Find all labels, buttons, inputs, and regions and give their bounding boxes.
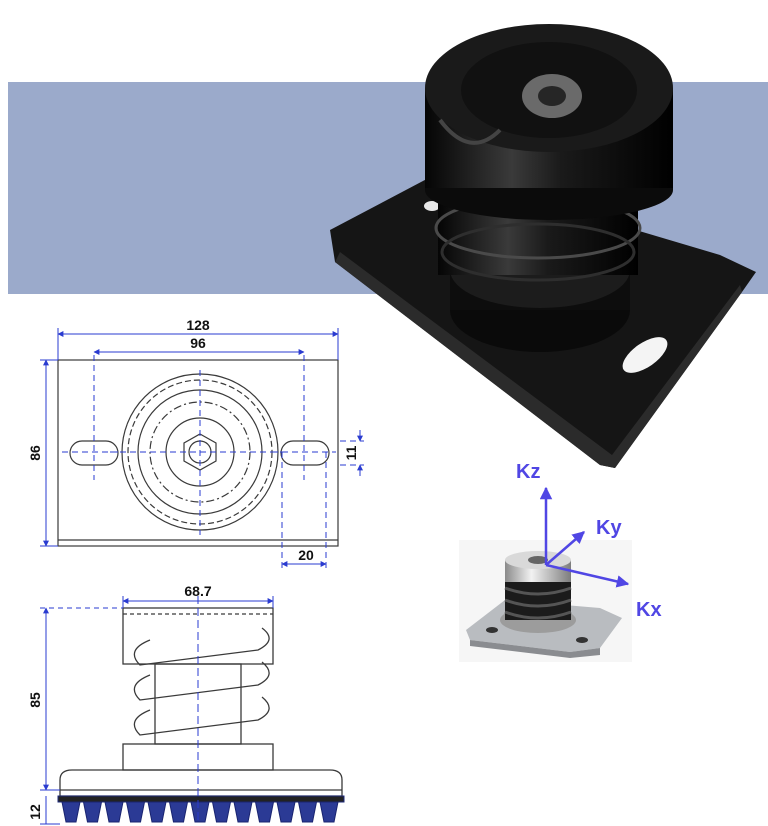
kx-arrow (545, 563, 630, 588)
base-plate-outline (57, 359, 339, 547)
base-tooth (147, 801, 167, 823)
side-view-drawing (59, 607, 343, 797)
dim-side-height-label: 85 (27, 692, 43, 708)
base-tooth (82, 801, 103, 823)
dim-base-label: 12 (27, 804, 43, 820)
right-slot (280, 440, 330, 466)
side-view-dimensions (40, 596, 274, 825)
ky-label: Ky (596, 517, 622, 539)
ky-arrow (545, 531, 585, 566)
base-tooth (168, 801, 189, 823)
dim-slot-length-label: 20 (298, 547, 314, 563)
dim-height-label: 86 (27, 445, 43, 461)
stiffness-axes (539, 486, 630, 588)
rubber-mount-photo-icon (330, 24, 756, 468)
base-tooth (104, 801, 124, 823)
base-tooth (125, 801, 146, 823)
kx-label: Kx (636, 599, 662, 621)
dim-slot-width-label: 11 (343, 445, 359, 460)
base-tooth (190, 801, 210, 823)
base-tooth (276, 801, 296, 823)
dim-hole-spacing-label: 96 (190, 335, 206, 351)
top-view-dimensions (40, 328, 363, 567)
dim-width-label: 128 (186, 317, 210, 333)
base-tooth (211, 801, 232, 823)
base-teeth (57, 795, 345, 803)
base-tooth (233, 801, 253, 823)
left-slot (69, 440, 119, 466)
top-view-drawing (57, 359, 339, 547)
spring-mount-photo-icon (459, 540, 632, 662)
base-tooth (254, 801, 275, 823)
base-tooth (297, 801, 318, 823)
base-tooth (319, 801, 339, 823)
kz-label: Kz (516, 461, 540, 483)
dim-diameter-label: 68.7 (184, 583, 211, 599)
base-tooth (61, 801, 81, 823)
